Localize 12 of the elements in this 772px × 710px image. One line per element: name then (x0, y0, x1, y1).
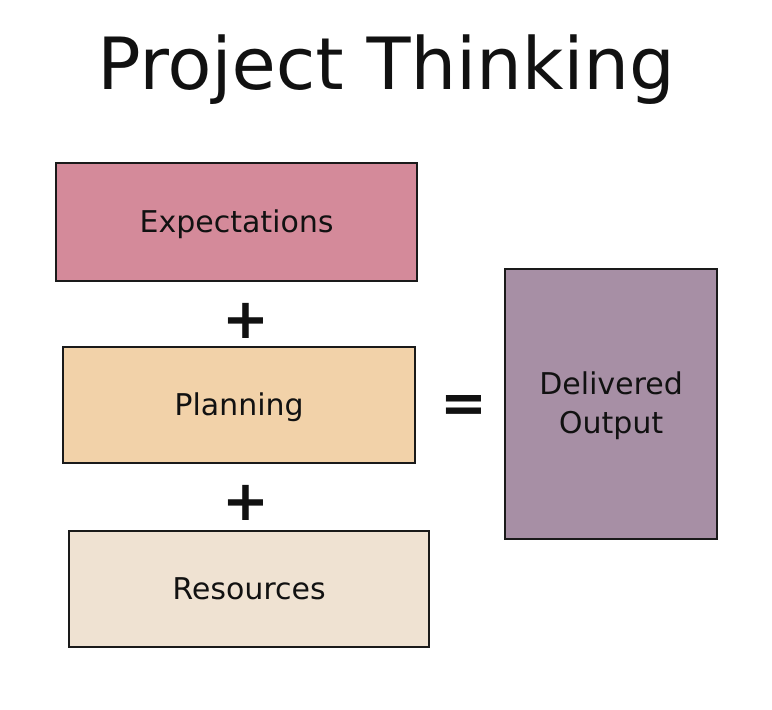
plus-sign: + (222, 292, 269, 348)
plus-sign: + (222, 474, 269, 530)
process-box (62, 346, 416, 464)
box-label: Resources (172, 570, 326, 608)
process-box (55, 162, 418, 282)
box-label: Planning (174, 386, 304, 424)
title: Project Thinking (96, 22, 676, 106)
process-box (504, 268, 718, 540)
process-box (68, 530, 430, 648)
box-label: Expectations (140, 204, 334, 242)
box-label: Delivered Output (538, 366, 684, 443)
equals-sign: = (440, 376, 487, 432)
